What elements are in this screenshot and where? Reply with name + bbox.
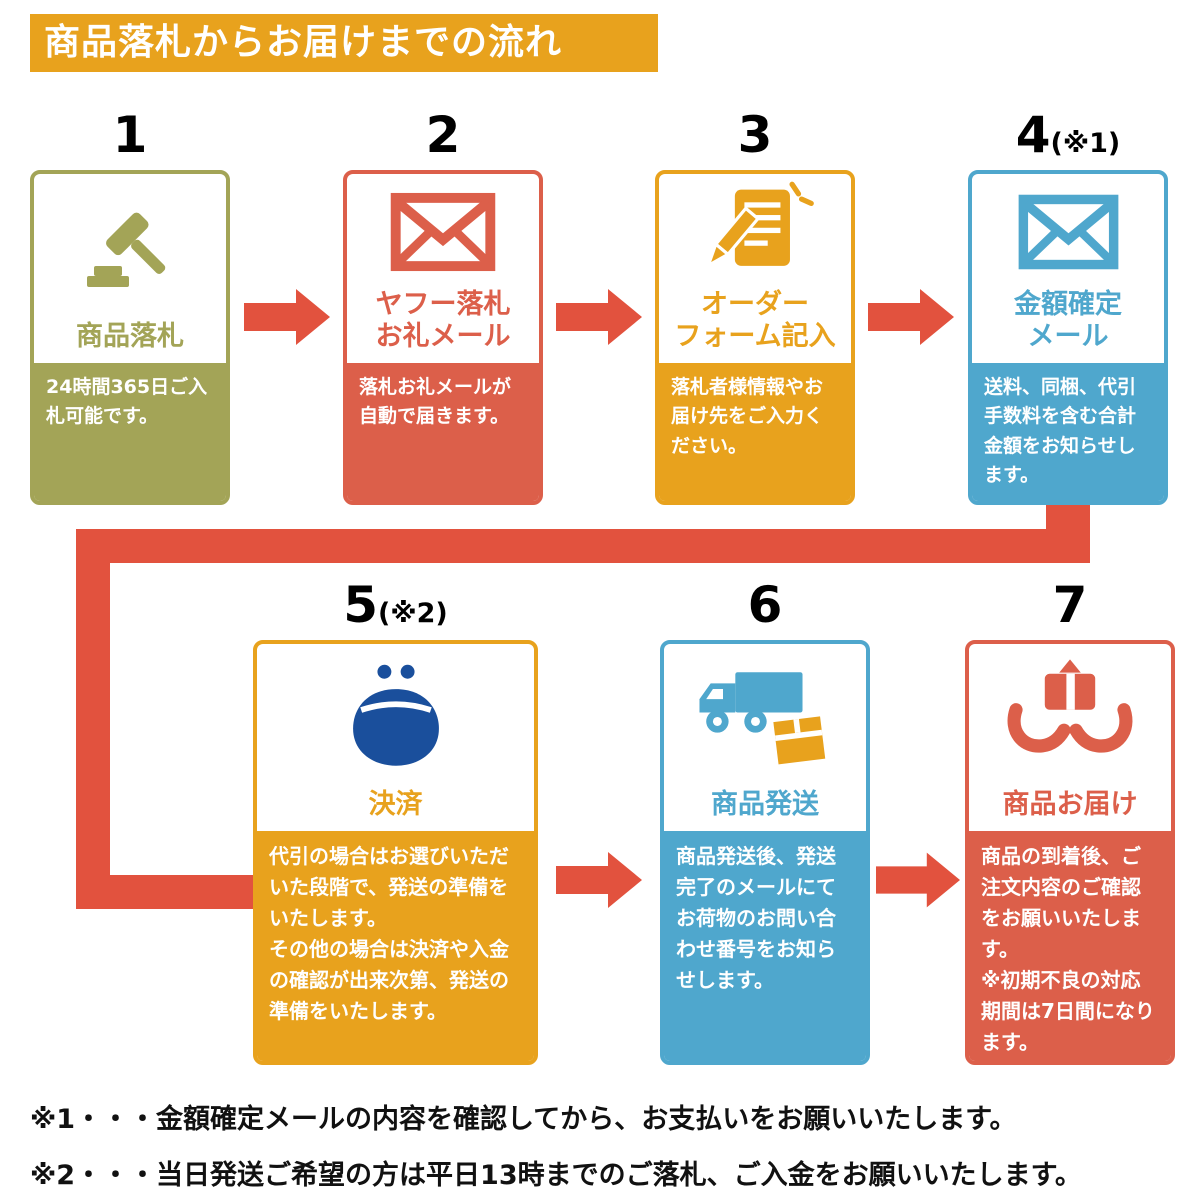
- step-description: 24時間365日ご入札可能です。: [34, 363, 226, 501]
- mail-icon: [347, 174, 539, 289]
- gavel-icon: [34, 174, 226, 321]
- truck-icon: [664, 644, 866, 789]
- step-number-text: 4: [1015, 106, 1051, 164]
- step-number-text: 1: [112, 106, 148, 164]
- step-number-5: 5(※2): [253, 576, 538, 634]
- step-card-shipping: 商品発送 商品発送後、発送完了のメールにてお荷物のお問い合わせ番号をお知らせしま…: [660, 640, 870, 1065]
- arrow-right-icon: [244, 289, 330, 345]
- step-card-price-mail: 金額確定 メール 送料、同梱、代引手数料を含む合計金額をお知らせします。: [968, 170, 1168, 505]
- flow-connector: [76, 529, 110, 909]
- step-description: 落札者様情報やお届け先をご入力ください。: [659, 363, 851, 501]
- step-card-order-form: オーダー フォーム記入 落札者様情報やお届け先をご入力ください。: [655, 170, 855, 505]
- step-description: 送料、同梱、代引手数料を含む合計金額をお知らせします。: [972, 363, 1164, 501]
- page-title: 商品落札からお届けまでの流れ: [30, 14, 658, 72]
- step-number-7: 7: [965, 576, 1175, 634]
- step-description: 商品の到着後、ご注文内容のご確認をお願いいたします。 ※初期不良の対応期間は7日…: [969, 831, 1171, 1061]
- step-title: 商品落札: [76, 321, 184, 353]
- step-number-3: 3: [655, 106, 855, 164]
- step-number-text: 7: [1052, 576, 1088, 634]
- footnote-1: ※1・・・金額確定メールの内容を確認してから、お支払いをお願いいたします。: [30, 1104, 1017, 1135]
- purse-icon: [257, 644, 534, 789]
- step-card-payment: 決済 代引の場合はお選びいただいた段階で、発送の準備をいたします。 その他の場合…: [253, 640, 538, 1065]
- step-number-suffix: (※2): [378, 598, 448, 629]
- footnote-2: ※2・・・当日発送ご希望の方は平日13時までのご落札、ご入金をお願いいたします。: [30, 1160, 1082, 1191]
- step-title: オーダー フォーム記入: [674, 289, 836, 353]
- step-title: 決済: [368, 789, 423, 821]
- step-title: 商品発送: [711, 789, 819, 821]
- step-card-auction: 商品落札 24時間365日ご入札可能です。: [30, 170, 230, 505]
- step-description: 代引の場合はお選びいただいた段階で、発送の準備をいたします。 その他の場合は決済…: [257, 831, 534, 1061]
- form-icon: [659, 174, 851, 289]
- arrow-right-icon: [868, 289, 954, 345]
- step-number-text: 5: [343, 576, 379, 634]
- hands-package-icon: [969, 644, 1171, 789]
- step-number-text: 3: [737, 106, 773, 164]
- step-number-text: 2: [425, 106, 461, 164]
- step-title: 商品お届け: [1002, 789, 1138, 821]
- step-number-2: 2: [343, 106, 543, 164]
- step-description: 落札お礼メールが自動で届きます。: [347, 363, 539, 501]
- step-card-delivery: 商品お届け 商品の到着後、ご注文内容のご確認をお願いいたします。 ※初期不良の対…: [965, 640, 1175, 1065]
- arrow-right-icon: [556, 852, 642, 908]
- step-title: 金額確定 メール: [1014, 289, 1122, 353]
- step-title: ヤフー落札 お礼メール: [375, 289, 511, 353]
- mail-icon: [972, 174, 1164, 289]
- arrow-right-icon: [556, 289, 642, 345]
- step-number-6: 6: [660, 576, 870, 634]
- step-number-4: 4(※1): [968, 106, 1168, 164]
- step-number-suffix: (※1): [1050, 128, 1121, 159]
- step-description: 商品発送後、発送完了のメールにてお荷物のお問い合わせ番号をお知らせします。: [664, 831, 866, 1061]
- step-number-1: 1: [30, 106, 230, 164]
- flow-connector: [76, 875, 258, 909]
- flow-connector: [76, 529, 1090, 563]
- arrow-right-icon: [876, 852, 960, 908]
- step-number-text: 6: [747, 576, 783, 634]
- step-card-thanks-mail: ヤフー落札 お礼メール 落札お礼メールが自動で届きます。: [343, 170, 543, 505]
